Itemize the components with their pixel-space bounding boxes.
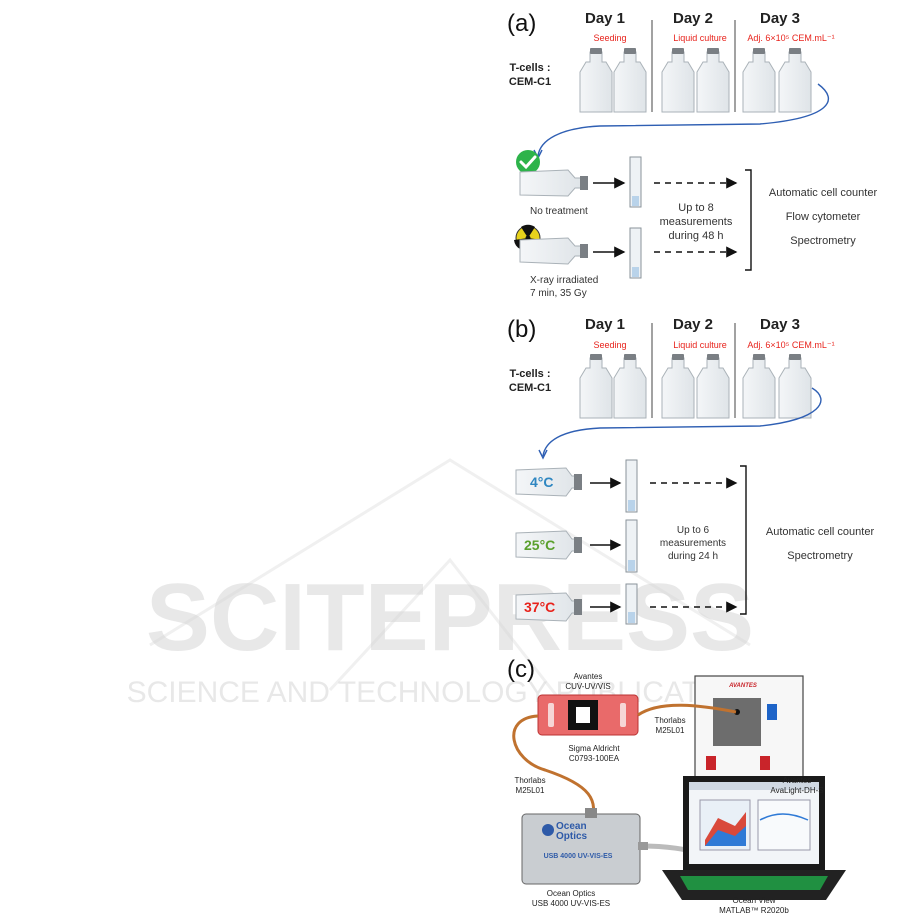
panel-a-measure-line1: Up to 8 bbox=[678, 202, 714, 214]
panel-b-measure-line2: measurements bbox=[659, 538, 727, 549]
xray-label-line1: X-ray irradiated bbox=[530, 275, 599, 286]
panel-b-day-2: Day 2 bbox=[672, 316, 714, 333]
panel-a-day-1: Day 1 bbox=[584, 10, 626, 27]
panel-b-liquid-culture: Liquid culture bbox=[673, 340, 727, 350]
sigma-label: Sigma Aldricht C0793-100EA bbox=[554, 744, 634, 764]
fiber-left bbox=[512, 714, 595, 826]
panel-b-flask-4c bbox=[515, 467, 582, 497]
panel-a-tcells-line1: T-cells : bbox=[509, 62, 551, 74]
panel-b-tcells: T-cells : CEM-C1 bbox=[500, 367, 560, 395]
panel-a-adjust: Adj. 6×10⁵ CEM.mL⁻¹ bbox=[747, 33, 835, 43]
panel-a-output-1: Automatic cell counter bbox=[768, 187, 878, 199]
panel-a-transfer-arrow bbox=[537, 83, 829, 157]
panel-a-output-2: Flow cytometer bbox=[785, 211, 861, 223]
ocean-optics-label: Ocean Optics USB 4000 UV-VIS-ES bbox=[521, 889, 621, 909]
panel-b-seeding: Seeding bbox=[593, 340, 627, 350]
panel-a-flask bbox=[579, 51, 812, 113]
avalight-line1: Avantes bbox=[782, 776, 812, 785]
sigma-line1: Sigma Aldricht bbox=[568, 744, 620, 753]
cuvette bbox=[629, 156, 642, 279]
panel-b-flask-37c bbox=[515, 592, 582, 622]
panel-b-output-2: Spectrometry bbox=[787, 550, 853, 562]
light-source bbox=[694, 675, 804, 779]
check-icon bbox=[516, 150, 540, 174]
panel-b-measurements: Up to 6 measurements during 24 h bbox=[648, 524, 738, 563]
avantes-cuv-label: Avantes CUV-UV/VIS bbox=[548, 672, 628, 692]
avantes-logo: AVANTES bbox=[729, 683, 757, 689]
panel-b-label: (b) bbox=[507, 316, 537, 343]
panel-a-outputs: Automatic cell counter Flow cytometer Sp… bbox=[758, 181, 888, 253]
cuvette-holder bbox=[537, 694, 639, 736]
thorlabs-left-line1: Thorlabs bbox=[514, 776, 546, 785]
watermark-subtitle: SCIENCE AND TECHNOLOGY PUBLICATIONS bbox=[127, 676, 774, 709]
fiber-right bbox=[637, 703, 737, 717]
ocean-optics-line2: USB 4000 UV-VIS-ES bbox=[531, 899, 611, 908]
panel-b-bracket bbox=[740, 465, 747, 615]
panel-a-tcells-line2: CEM-C1 bbox=[508, 76, 552, 88]
thorlabs-left-label: Thorlabs M25L01 bbox=[500, 776, 560, 796]
panel-b-tcells-line1: T-cells : bbox=[509, 368, 551, 380]
panel-b-tcells-line2: CEM-C1 bbox=[508, 382, 552, 394]
temp-25c-label: 25°C bbox=[524, 537, 556, 553]
ocean-optics-line1: Ocean Optics bbox=[546, 889, 596, 898]
panel-b-measure-line1: Up to 6 bbox=[676, 525, 710, 536]
ocean-logo-line1: Ocean bbox=[556, 821, 587, 832]
panel-a-measure-line2: measurements bbox=[659, 216, 733, 228]
panel-a-output-3: Spectrometry bbox=[790, 235, 856, 247]
panel-a-seeding: Seeding bbox=[593, 33, 627, 43]
panel-a-day-3: Day 3 bbox=[759, 10, 801, 27]
panel-b-flask-25c bbox=[515, 530, 582, 560]
ocean-logo-line2: Optics bbox=[556, 831, 588, 842]
software-line2: MATLAB™ R2020b bbox=[719, 906, 789, 915]
panel-a-tcells: T-cells : CEM-C1 bbox=[500, 61, 560, 89]
panel-b-day-1: Day 1 bbox=[584, 316, 626, 333]
laptop bbox=[662, 776, 846, 900]
panel-a-label: (a) bbox=[507, 10, 537, 37]
avalight-label: Avantes AvaLight-DH-S bbox=[752, 776, 842, 796]
software-line1: Ocean View bbox=[732, 896, 776, 905]
thorlabs-right-label: Thorlabs M25L01 bbox=[640, 716, 700, 736]
panel-a-measurements: Up to 8 measurements during 48 h bbox=[652, 201, 740, 243]
panel-b-transfer-arrow bbox=[542, 387, 822, 457]
panel-b-measure-line3: during 24 h bbox=[667, 551, 719, 562]
spectrometer bbox=[521, 808, 648, 885]
thorlabs-left-line2: M25L01 bbox=[515, 786, 545, 795]
xray-label-line2: 7 min, 35 Gy bbox=[530, 288, 587, 299]
no-treatment-label: No treatment bbox=[530, 206, 588, 217]
avantes-cuv-line2: CUV-UV/VIS bbox=[565, 682, 611, 691]
watermark-title: SCITEPRESS bbox=[146, 564, 754, 671]
panel-a-liquid-culture: Liquid culture bbox=[673, 33, 727, 43]
panel-b-adjust: Adj. 6×10⁵ CEM.mL⁻¹ bbox=[747, 340, 835, 350]
panel-c-label: (c) bbox=[507, 656, 535, 683]
thorlabs-right-line2: M25L01 bbox=[655, 726, 685, 735]
panel-b-day-3: Day 3 bbox=[759, 316, 801, 333]
temp-4c-label: 4°C bbox=[530, 474, 554, 490]
usb-panel-label: USB 4000 UV-VIS-ES bbox=[543, 853, 613, 860]
panel-a-day-2: Day 2 bbox=[672, 10, 714, 27]
avantes-cuv-line1: Avantes bbox=[573, 672, 603, 681]
panel-b-output-1: Automatic cell counter bbox=[765, 526, 875, 538]
panel-a-flask-xray bbox=[519, 237, 588, 265]
panel-a-bracket bbox=[745, 169, 752, 271]
xray-label: X-ray irradiated 7 min, 35 Gy bbox=[530, 274, 598, 300]
ocean-optics-logo: Ocean Optics bbox=[556, 822, 606, 842]
panel-b-outputs: Automatic cell counter Spectrometry bbox=[752, 520, 888, 568]
panel-a-flask-no-treatment bbox=[519, 169, 588, 197]
avalight-line2: AvaLight-DH-S bbox=[770, 786, 824, 795]
software-label: Ocean View MATLAB™ R2020b bbox=[704, 896, 804, 916]
panel-b-flask bbox=[579, 357, 812, 419]
thorlabs-right-line1: Thorlabs bbox=[654, 716, 686, 725]
panel-a-measure-line3: during 48 h bbox=[668, 230, 724, 242]
temp-37c-label: 37°C bbox=[524, 599, 556, 615]
sigma-line2: C0793-100EA bbox=[568, 754, 620, 763]
